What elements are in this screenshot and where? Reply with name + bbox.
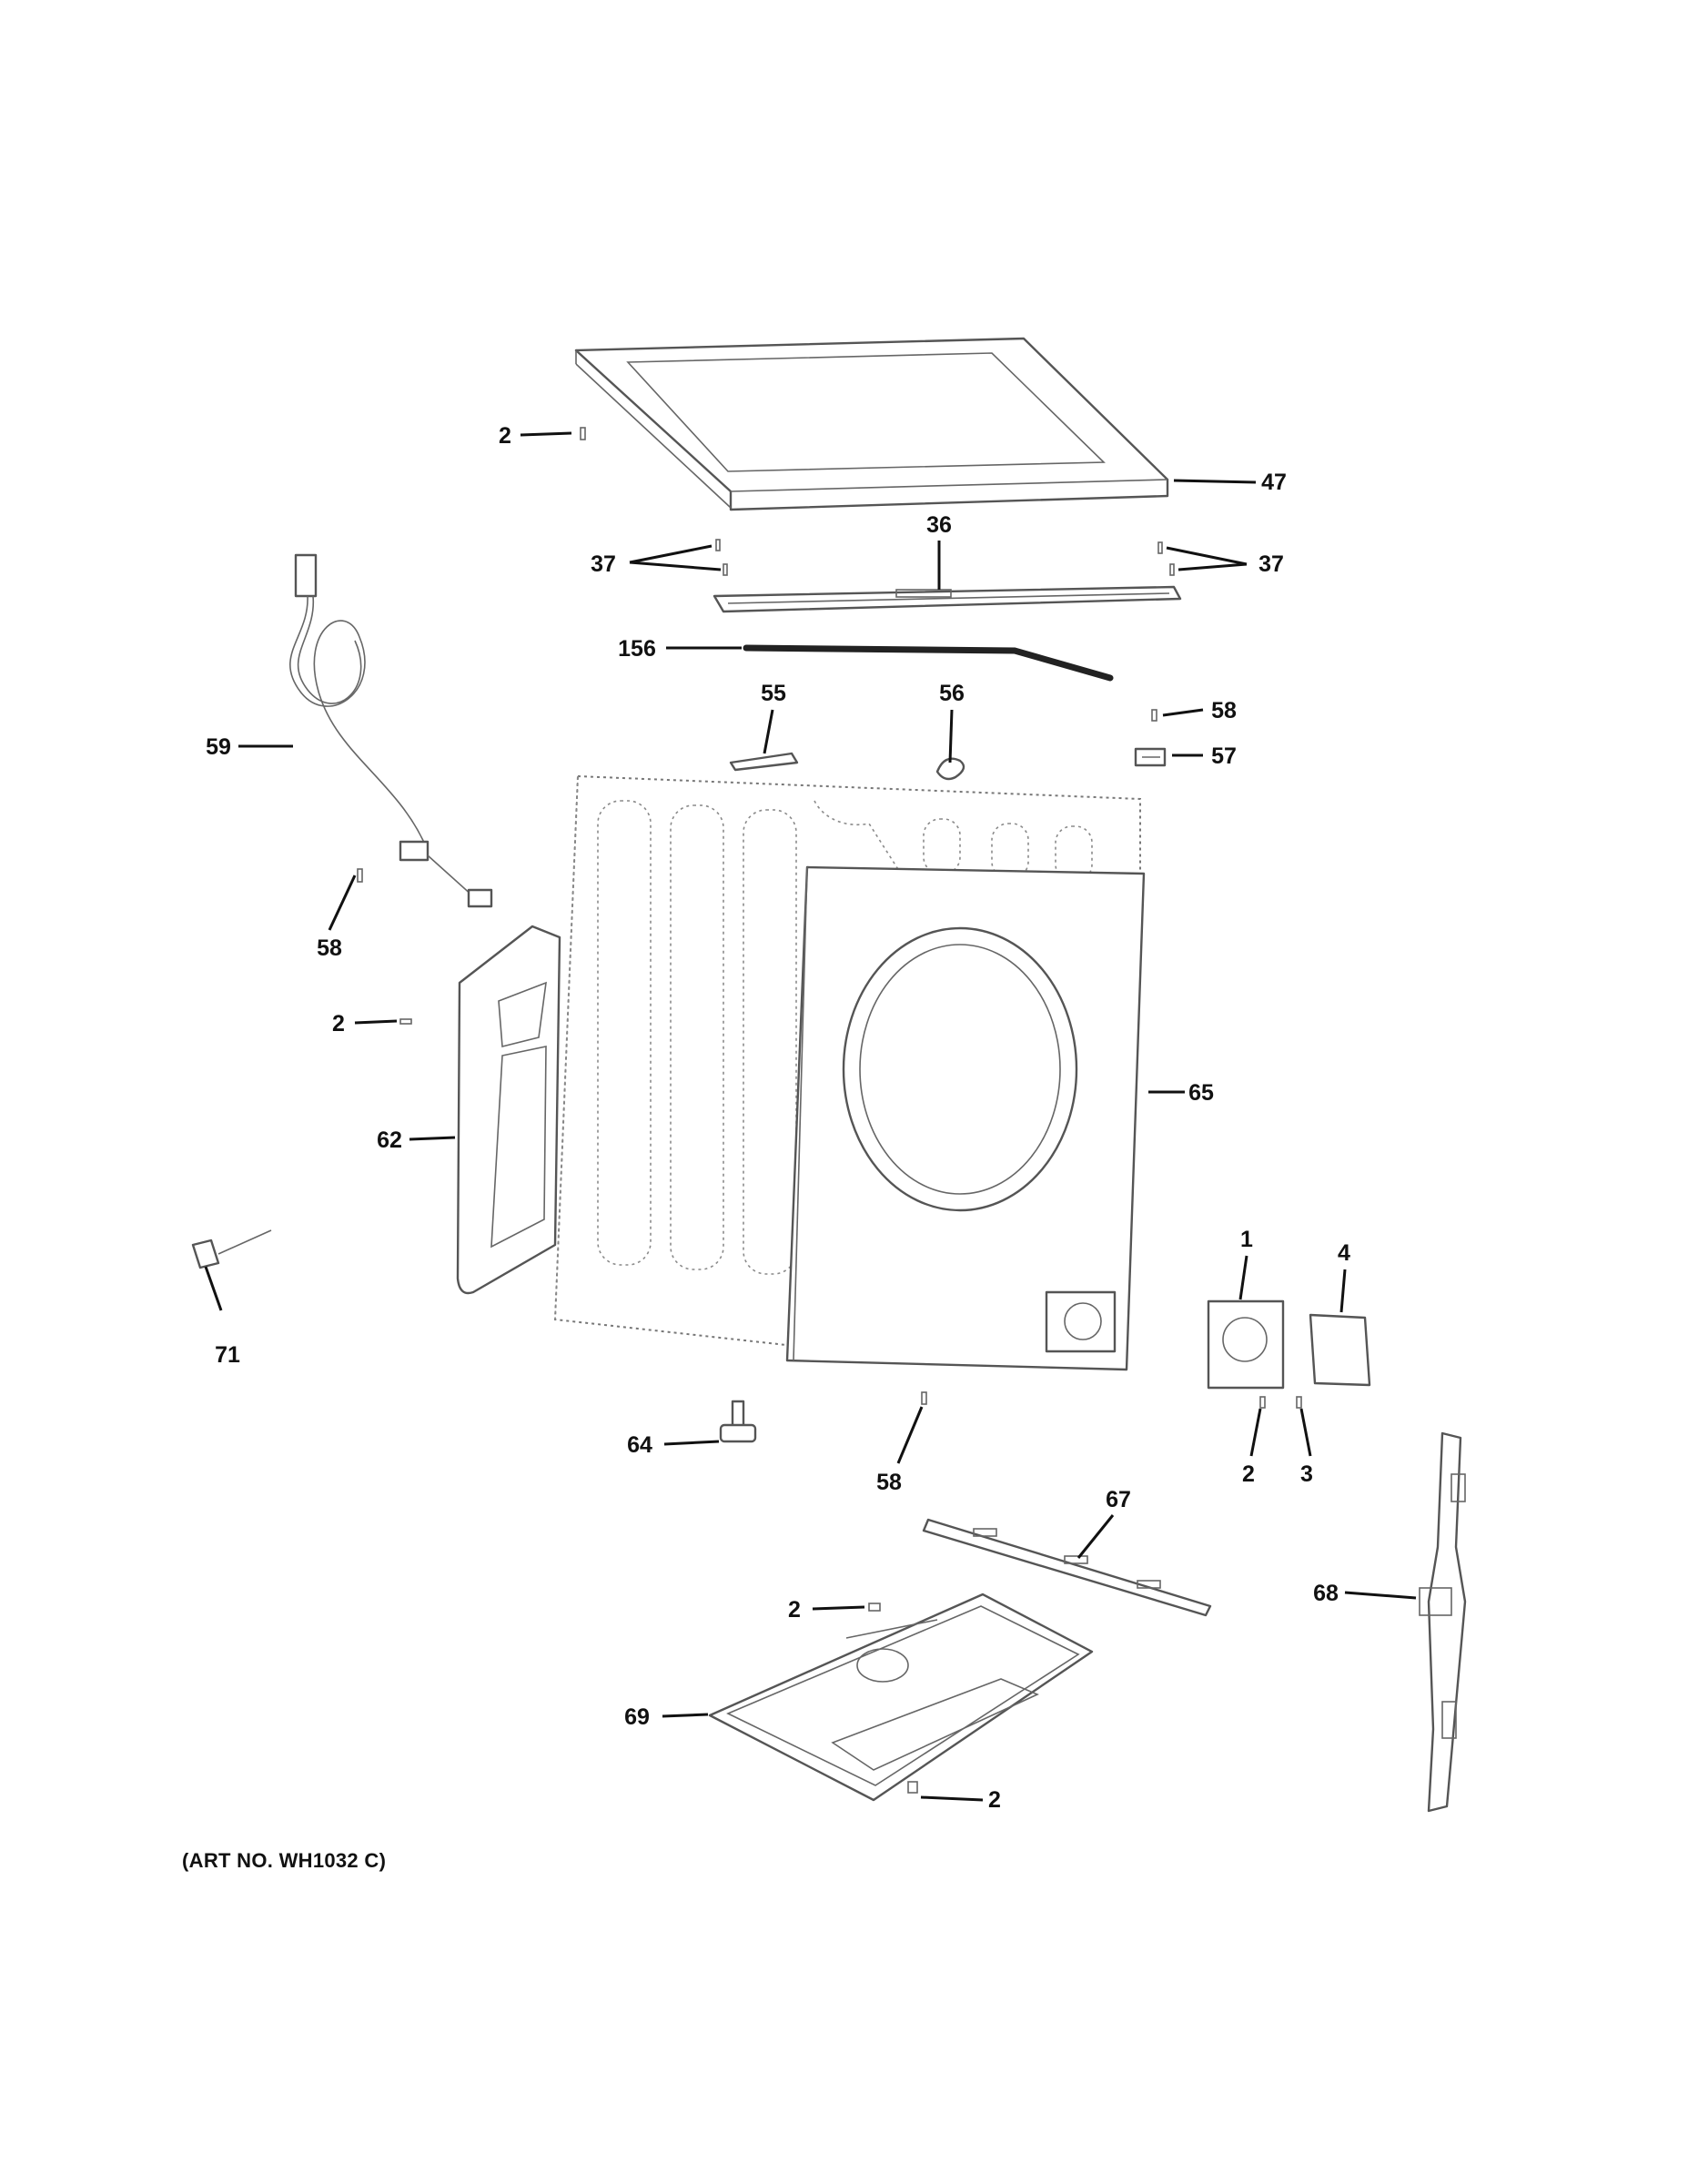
callout-56: 56 xyxy=(939,681,965,706)
leader-lines xyxy=(204,431,1417,1802)
screw-2-cover xyxy=(1259,1396,1266,1409)
callout-67: 67 xyxy=(1106,1487,1131,1512)
side-rail-68 xyxy=(1419,1431,1467,1813)
callout-37-right: 37 xyxy=(1258,551,1284,577)
callout-58-bottom: 58 xyxy=(876,1470,902,1495)
callout-36: 36 xyxy=(926,512,952,538)
screw-58-left xyxy=(357,868,363,883)
gasket-strip xyxy=(743,644,1114,682)
callout-2-base: 2 xyxy=(788,1597,801,1623)
callout-64: 64 xyxy=(627,1432,652,1458)
callout-55: 55 xyxy=(761,681,786,706)
callout-59: 59 xyxy=(206,734,231,760)
rear-panel xyxy=(456,925,561,1295)
callout-62: 62 xyxy=(377,1127,402,1153)
bracket-55 xyxy=(729,752,799,772)
callout-69: 69 xyxy=(624,1704,650,1730)
callout-58-left: 58 xyxy=(317,935,342,961)
callout-37-left: 37 xyxy=(591,551,616,577)
callout-labels: 2 47 37 37 36 156 55 56 58 57 59 58 2 62… xyxy=(206,423,1350,1813)
art-number: (ART NO. WH1032 C) xyxy=(182,1849,387,1872)
screw-3 xyxy=(1296,1396,1302,1409)
callout-2-bottom: 2 xyxy=(988,1787,1001,1813)
screw-58-top xyxy=(1151,709,1157,722)
screw-58-bottom xyxy=(921,1391,927,1405)
screws-37-left xyxy=(715,539,728,576)
front-panel xyxy=(785,865,1146,1371)
callout-47: 47 xyxy=(1261,470,1287,495)
screw-2-bottom xyxy=(907,1781,918,1794)
side-screw-71 xyxy=(191,1229,272,1269)
screws-37-right xyxy=(1157,541,1175,576)
callout-156: 156 xyxy=(618,636,656,662)
callout-71: 71 xyxy=(215,1342,240,1368)
screw-2-top xyxy=(580,427,586,440)
cover-4 xyxy=(1309,1313,1371,1387)
leveling-leg xyxy=(719,1400,757,1443)
callout-68: 68 xyxy=(1313,1581,1339,1606)
clip-56 xyxy=(935,757,965,781)
callout-57: 57 xyxy=(1211,743,1237,769)
screw-2-left xyxy=(399,1018,412,1025)
base-pan xyxy=(708,1592,1094,1802)
screw-2-base xyxy=(868,1603,881,1612)
callout-4: 4 xyxy=(1338,1240,1350,1266)
callout-2-cover: 2 xyxy=(1242,1461,1255,1487)
callout-2-left: 2 xyxy=(332,1011,345,1036)
callout-58-top: 58 xyxy=(1211,698,1237,723)
power-cord xyxy=(289,553,493,908)
cover-1 xyxy=(1207,1299,1285,1390)
callout-65: 65 xyxy=(1188,1080,1214,1106)
latch-57 xyxy=(1134,747,1167,767)
top-brace xyxy=(713,585,1182,613)
rail-67 xyxy=(922,1518,1212,1617)
callout-3: 3 xyxy=(1300,1461,1313,1487)
callout-1: 1 xyxy=(1240,1227,1253,1252)
top-panel xyxy=(574,337,1169,511)
callout-2-top: 2 xyxy=(499,423,511,449)
